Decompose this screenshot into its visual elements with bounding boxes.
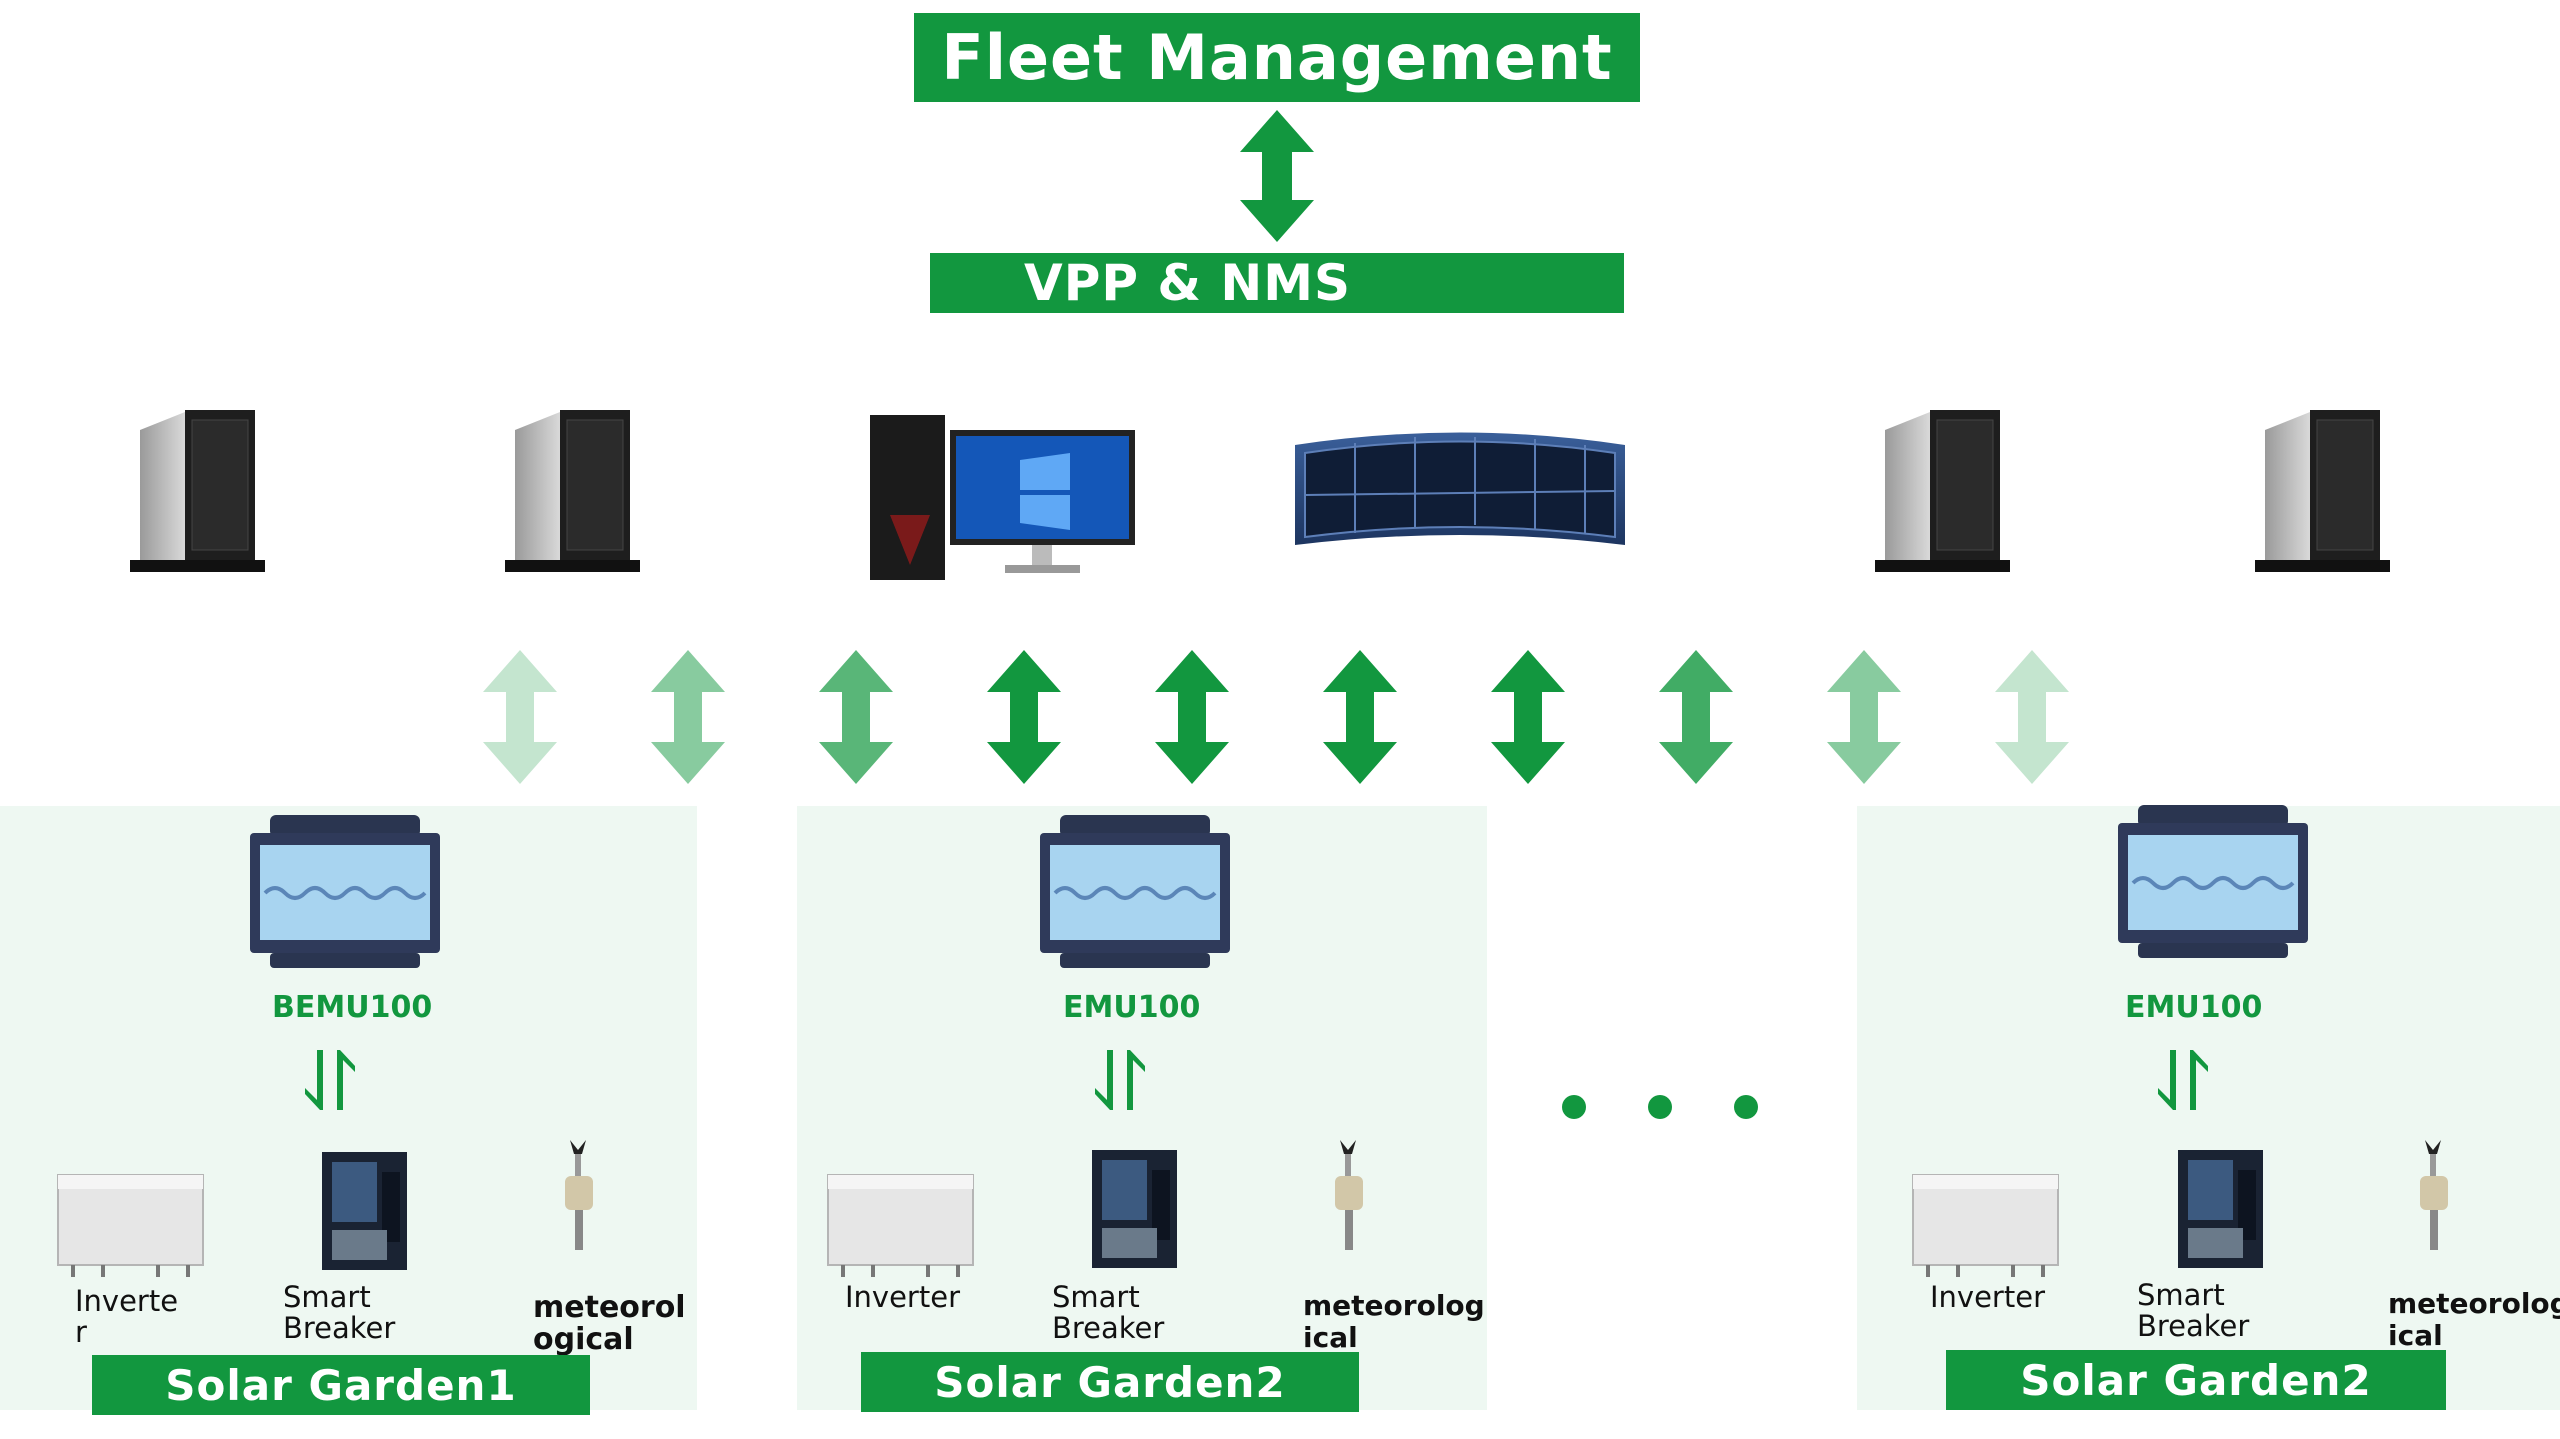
server-icon — [2255, 410, 2390, 572]
server-icon — [1875, 410, 2010, 572]
meteorological-label: meteorol ogical — [533, 1290, 686, 1357]
double-arrow-icon — [651, 650, 725, 784]
server-icon — [130, 410, 265, 572]
device-row — [130, 410, 2390, 580]
double-arrow-icon — [1995, 650, 2069, 784]
device-name: BEMU100 — [272, 990, 433, 1025]
device-name: EMU100 — [1063, 990, 1201, 1025]
arrow-row — [483, 650, 2069, 784]
smart-breaker-icon — [2178, 1150, 2263, 1268]
inverter-icon — [826, 1173, 975, 1279]
desktop-computer-icon — [870, 415, 1135, 580]
inverter-label: Inverter — [845, 1280, 960, 1314]
garden-title: Solar Garden2 — [861, 1352, 1359, 1412]
meteorological-label: meteorolog ical — [1303, 1289, 1485, 1354]
up-down-arrow-icon — [305, 1050, 355, 1110]
ellipsis-dot — [1562, 1095, 1586, 1119]
emu-device-icon — [248, 813, 442, 970]
up-down-arrow-icon — [1095, 1050, 1145, 1110]
smart-breaker-label: Smart Breaker — [283, 1280, 396, 1345]
meteorological-sensor-icon — [565, 1140, 593, 1250]
up-down-arrow-icon — [2158, 1050, 2208, 1110]
inverter-icon — [56, 1173, 205, 1279]
fleet-management-banner: Fleet Management — [914, 13, 1640, 102]
double-arrow-icon — [1240, 110, 1314, 242]
inverter-label: Inverte r — [75, 1284, 179, 1349]
double-arrow-icon — [483, 650, 557, 784]
meteorological-sensor-icon — [1335, 1140, 1363, 1250]
double-arrow-icon — [1155, 650, 1229, 784]
garden-title: Solar Garden1 — [92, 1355, 590, 1415]
smart-breaker-label: Smart Breaker — [1052, 1280, 1165, 1345]
smart-breaker-icon — [322, 1152, 407, 1270]
video-wall-icon — [1295, 432, 1625, 545]
double-arrow-icon — [1323, 650, 1397, 784]
smart-breaker-icon — [1092, 1150, 1177, 1268]
meteorological-label: meteorolog ical — [2388, 1287, 2560, 1352]
double-arrow-icon — [819, 650, 893, 784]
inverter-icon — [1911, 1173, 2060, 1279]
smart-breaker-label: Smart Breaker — [2137, 1278, 2250, 1343]
ellipsis-dot — [1734, 1095, 1758, 1119]
garden-title: Solar Garden2 — [1946, 1350, 2446, 1410]
inverter-label: Inverter — [1930, 1280, 2045, 1314]
meteorological-sensor-icon — [2420, 1140, 2448, 1250]
ellipsis-dot — [1648, 1095, 1672, 1119]
emu-device-icon — [2116, 803, 2310, 960]
server-icon — [505, 410, 640, 572]
double-arrow-icon — [987, 650, 1061, 784]
double-arrow-icon — [1491, 650, 1565, 784]
double-arrow-icon — [1659, 650, 1733, 784]
vpp-nms-banner: VPP & NMS — [930, 253, 1624, 313]
emu-device-icon — [1038, 813, 1232, 970]
double-arrow-icon — [1827, 650, 1901, 784]
device-name: EMU100 — [2125, 990, 2263, 1025]
